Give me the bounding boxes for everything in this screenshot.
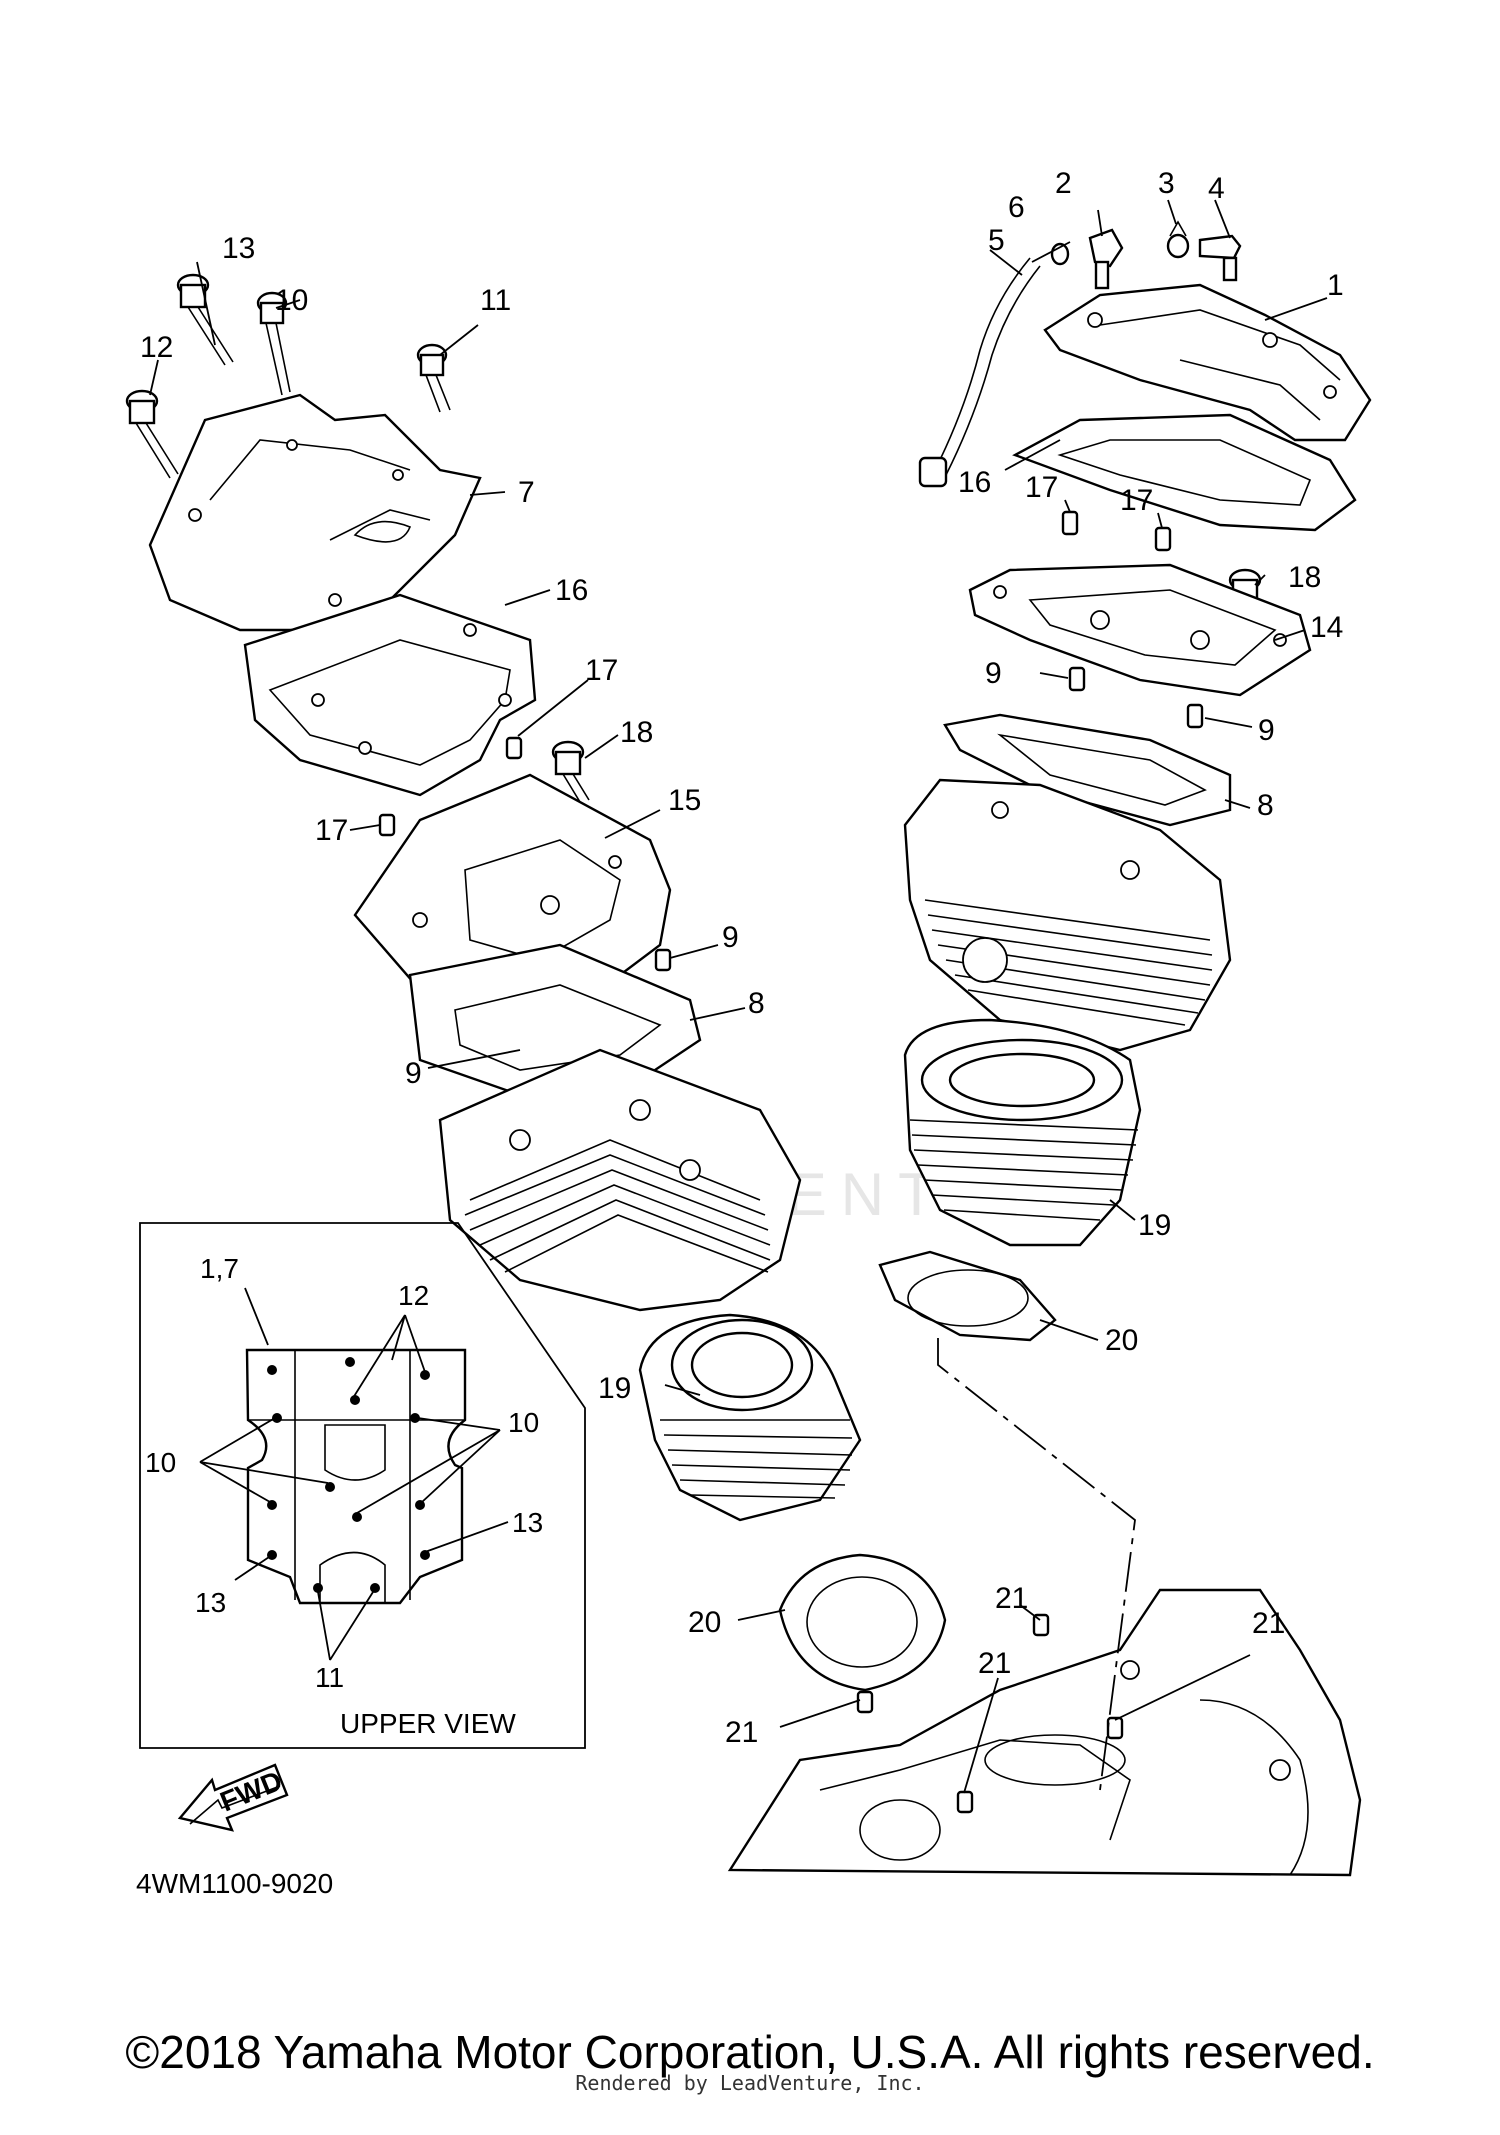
base-gasket-20-left [778, 1553, 947, 1692]
fwd-arrow: FWD [177, 1763, 289, 1832]
inset-cover-outline [245, 1348, 467, 1605]
callout-6: 6 [1008, 191, 1025, 224]
dowel-17-right-a [1061, 510, 1079, 536]
dowel-21-b [856, 1690, 874, 1714]
rendered-by-credit: Rendered by LeadVenture, Inc. [575, 2071, 924, 2095]
callout-19-right: 19 [1138, 1209, 1171, 1242]
rocker-gasket-15 [353, 773, 672, 1012]
upper-view-inset: 1,7 12 10 10 13 13 11 UPPER VIEW [139, 1222, 586, 1749]
rocker-cover-7 [148, 393, 482, 632]
cylinder-19-left [638, 1313, 862, 1522]
upper-view-title: UPPER VIEW [340, 1708, 516, 1739]
dowel-17-left-a [505, 736, 523, 760]
diagram-code: 4WM1100-9020 [136, 1868, 333, 1899]
copyright-footer: ©2018 Yamaha Motor Corporation, U.S.A. A… [125, 2026, 1374, 2078]
callout-15: 15 [668, 784, 701, 817]
dowel-9-right-b [1186, 703, 1204, 729]
callout-9-right-a: 9 [985, 657, 1002, 690]
breather-hose-5 [934, 257, 1041, 476]
callout-5: 5 [988, 224, 1005, 257]
inset-leaders [199, 1287, 509, 1661]
crankcase [727, 1588, 1362, 1877]
callout-7: 7 [518, 476, 535, 509]
callout-16-right: 16 [958, 466, 991, 499]
head-gasket-8-right [943, 713, 1232, 827]
callout-21-b: 21 [1252, 1607, 1285, 1640]
cylinder-head-left [438, 1048, 802, 1312]
callout-1: 1 [1327, 269, 1344, 302]
inset-label-11: 11 [315, 1662, 344, 1693]
callout-20-left: 20 [688, 1606, 721, 1639]
callout-13: 13 [222, 232, 255, 265]
cover-gasket-16-left [243, 593, 537, 797]
dowel-9-right-a [1068, 666, 1086, 692]
inset-label-13-right: 13 [512, 1507, 543, 1538]
callout-12: 12 [140, 331, 173, 364]
callout-21-d: 21 [725, 1716, 758, 1749]
callout-9-right-b: 9 [1258, 714, 1275, 747]
callout-17-left-a: 17 [585, 654, 618, 687]
callout-20-right: 20 [1105, 1324, 1138, 1357]
dowel-9-left-a [654, 948, 672, 972]
bolt-18-right [1228, 568, 1262, 631]
rocker-cover-1 [1043, 283, 1372, 442]
alignment-line [937, 1338, 1136, 1791]
callout-11: 11 [480, 284, 511, 317]
inset-label-10-right: 10 [508, 1407, 539, 1438]
inset-label-12: 12 [398, 1280, 429, 1311]
union-2 [1088, 228, 1124, 290]
inset-label-1-7: 1,7 [200, 1253, 239, 1284]
callout-18-left: 18 [620, 716, 653, 749]
callout-2: 2 [1055, 167, 1072, 200]
callout-10: 10 [275, 284, 308, 317]
inset-bolt-dots [267, 1357, 430, 1593]
union-4 [1198, 234, 1242, 282]
dowel-21-a [1032, 1613, 1050, 1637]
base-gasket-20-right [878, 1250, 1057, 1342]
cover-gasket-16-right [1012, 413, 1357, 532]
callout-8-right: 8 [1257, 789, 1274, 822]
inset-frame [139, 1222, 586, 1749]
inset-label-10-left: 10 [145, 1447, 176, 1478]
callout-17-right-b: 17 [1120, 484, 1153, 517]
cylinder-19-right [903, 1018, 1142, 1247]
callout-17-left-b: 17 [315, 814, 348, 847]
bolt-18-left [551, 740, 590, 803]
bolt-11 [416, 343, 451, 413]
callout-16-left: 16 [555, 574, 588, 607]
rocker-base-14 [968, 563, 1312, 697]
callout-4: 4 [1208, 172, 1225, 205]
callout-19-left: 19 [598, 1372, 631, 1405]
callout-9-left-b: 9 [405, 1057, 422, 1090]
dowel-21-c [956, 1790, 974, 1814]
clamp-3 [1166, 220, 1190, 259]
callout-3: 3 [1158, 167, 1175, 200]
leader-lines [149, 199, 1328, 1794]
callout-21-a: 21 [995, 1582, 1028, 1615]
dowel-17-right-b [1154, 526, 1172, 552]
callout-21-c: 21 [978, 1647, 1011, 1680]
callout-18-right: 18 [1288, 561, 1321, 594]
callout-8-left: 8 [748, 987, 765, 1020]
inset-label-13-left: 13 [195, 1587, 226, 1618]
callout-9-left-a: 9 [722, 921, 739, 954]
cylinder-head-right [903, 778, 1232, 1052]
hose-end-5 [918, 456, 948, 488]
callout-14: 14 [1310, 611, 1343, 644]
dowel-21-d [1106, 1716, 1124, 1740]
bolt-13 [176, 273, 234, 366]
dowel-17-left-b [378, 813, 396, 837]
bolt-12 [125, 389, 179, 479]
callout-17-right-a: 17 [1025, 471, 1058, 504]
callout-numbers: 1 2 3 4 5 6 7 8 8 9 9 9 9 10 11 12 13 14… [140, 167, 1344, 1749]
